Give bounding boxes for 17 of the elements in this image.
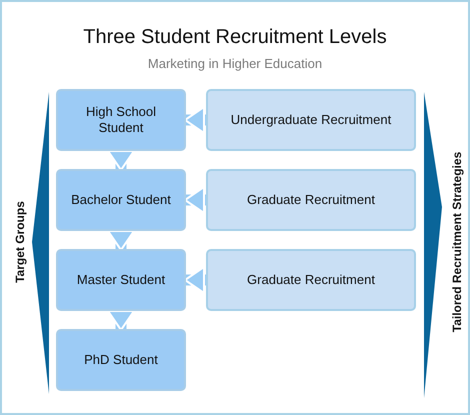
- block-arrow: [184, 266, 206, 294]
- target-group-box: High School Student: [56, 89, 186, 151]
- side-label: Tailored Recruitment Strategies: [450, 152, 464, 332]
- block-arrow: [107, 310, 135, 331]
- target-group-box: Master Student: [56, 249, 186, 311]
- strategy-box: Undergraduate Recruitment: [206, 89, 416, 151]
- block-arrow: [184, 186, 206, 214]
- target-group-box: Bachelor Student: [56, 169, 186, 231]
- strategy-box: Graduate Recruitment: [206, 169, 416, 231]
- block-arrow: [107, 150, 135, 171]
- diagram-title: Three Student Recruitment Levels: [82, 26, 388, 49]
- target-group-box: PhD Student: [56, 329, 186, 391]
- block-arrow: [184, 106, 206, 134]
- diagram-subtitle: Marketing in Higher Education: [146, 56, 324, 71]
- side-label: Target Groups: [13, 201, 27, 283]
- block-arrow: [107, 230, 135, 251]
- strategy-box: Graduate Recruitment: [206, 249, 416, 311]
